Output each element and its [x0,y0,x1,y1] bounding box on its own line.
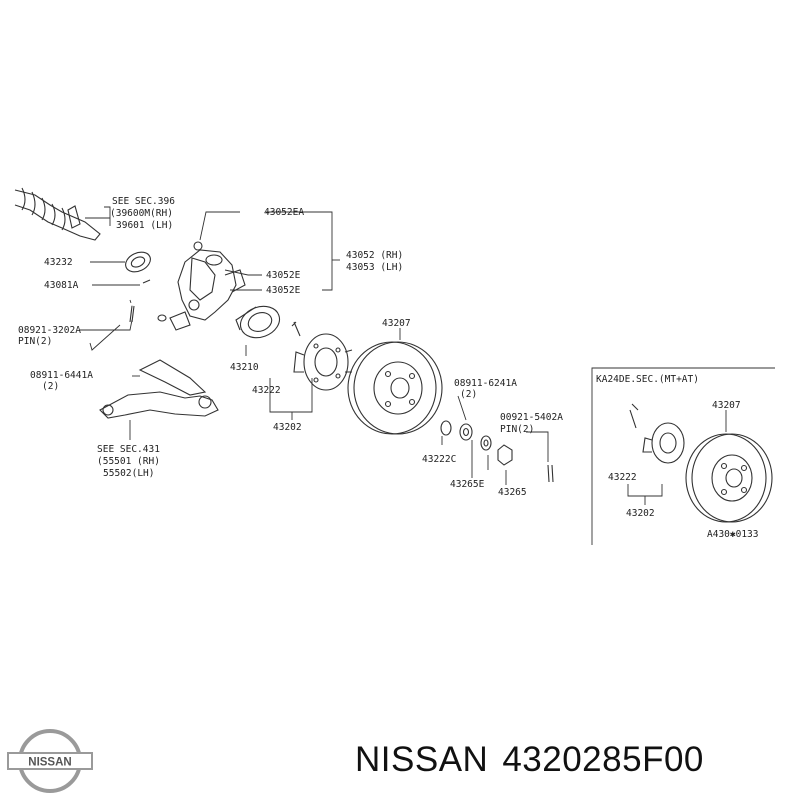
label-variant-header: KA24DE.SEC.(MT+AT) [596,374,699,385]
lower-arm-drawing [99,359,219,419]
brand-footer: NISSAN 4320285F00 [355,740,718,780]
label-43052e-1: 43052E [266,270,301,281]
rotor-drawing [347,341,443,435]
label-00921-5402a: 00921-5402A [500,412,563,423]
label-39601: 39601 (LH) [116,220,173,231]
label-43053-lh: 43053 (LH) [346,262,403,273]
fasteners-drawing [129,279,301,337]
brand-name: NISSAN [355,740,489,779]
label-43202-variant: 43202 [626,508,655,519]
label-43232: 43232 [44,257,73,268]
label-43052e-2: 43052E [266,285,301,296]
label-pin2-a: PIN(2) [18,336,52,347]
label-ref-code: A430✱0133 [707,529,758,540]
label-08921-3202a: 08921-3202A [18,325,81,336]
knuckle-drawing [169,241,246,331]
label-qty2-b: (2) [460,389,477,400]
washer-nut-drawing [440,420,554,483]
variant-drawing [591,367,775,545]
label-08911-6441a: 08911-6441A [30,370,93,381]
label-43265e: 43265E [450,479,485,490]
leader-lines [80,206,727,505]
label-43207: 43207 [382,318,411,329]
label-43052-rh: 43052 (RH) [346,250,403,261]
label-qty2-a: (2) [42,381,59,392]
label-55501: (55501 (RH) [97,456,160,467]
label-39600m: (39600M(RH) [110,208,173,219]
hub-drawing [293,333,353,391]
label-43222: 43222 [252,385,281,396]
label-43081a: 43081A [44,280,79,291]
label-43202: 43202 [273,422,302,433]
label-pin2-b: PIN(2) [500,424,534,435]
label-43222-variant: 43222 [608,472,637,483]
logo-text: NISSAN [28,757,71,769]
label-43207-variant: 43207 [712,400,741,411]
part-number: 4320285F00 [502,740,704,779]
bearing-drawing [235,305,281,339]
drive-shaft-drawing [14,187,101,241]
oil-seal-drawing [125,251,151,273]
label-43265: 43265 [498,487,527,498]
label-see-sec-396: SEE SEC.396 [112,196,175,207]
label-08911-6241a: 08911-6241A [454,378,517,389]
label-55502: 55502(LH) [103,468,154,479]
label-43222c: 43222C [422,454,456,465]
label-see-sec-431: SEE SEC.431 [97,444,160,455]
label-43052ea: 43052EA [264,207,304,218]
label-43210: 43210 [230,362,259,373]
nissan-logo: NISSAN [7,729,93,793]
